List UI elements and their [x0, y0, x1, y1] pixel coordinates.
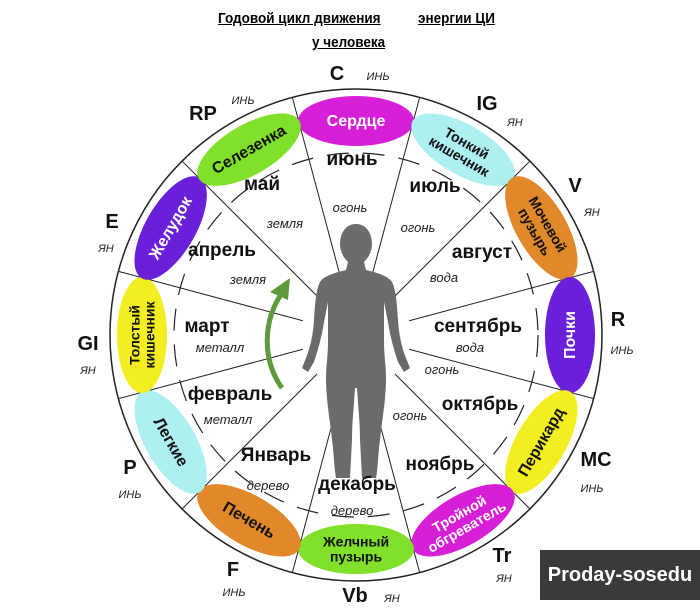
organ-ellipse — [197, 113, 301, 186]
organ-label: Желчный — [322, 534, 389, 550]
meridian-polarity: ЯН — [79, 365, 95, 377]
organ-ellipse — [298, 524, 414, 574]
month-label: февраль — [188, 384, 273, 405]
meridian-polarity: ЯН — [495, 573, 511, 585]
month-label: Январь — [241, 445, 311, 466]
organ-ellipse — [298, 96, 414, 146]
meridian-polarity: ИНЬ — [223, 587, 246, 599]
meridian-code: Tr — [493, 545, 512, 567]
meridian-code: E — [105, 211, 118, 233]
element-label: вода — [430, 270, 458, 285]
organ-ellipse — [505, 390, 578, 494]
meridian-polarity: ЯН — [383, 593, 399, 605]
meridian-polarity: ИНЬ — [611, 345, 634, 357]
organ-ellipse — [134, 390, 207, 494]
human-silhouette — [302, 224, 410, 478]
cycle-direction-arrow — [264, 278, 290, 390]
meridian-code: P — [123, 457, 136, 479]
month-label: апрель — [188, 240, 256, 261]
organ-ellipse — [411, 484, 515, 557]
title-line-1: Годовой цикл движения — [218, 10, 381, 27]
element-label: земля — [266, 216, 303, 231]
month-label: март — [184, 316, 229, 337]
inner-dashed-circle — [173, 152, 539, 518]
element-label: огонь — [425, 362, 460, 377]
element-label: металл — [196, 340, 245, 355]
meridian-polarity: ЯН — [506, 117, 522, 129]
meridian-code: GI — [77, 333, 98, 355]
organ-badge: Легкие — [134, 390, 207, 494]
meridian-code: IG — [476, 93, 497, 115]
organ-badge: Печень — [197, 484, 301, 557]
organ-label: пузырь — [330, 549, 383, 565]
element-label: вода — [456, 340, 484, 355]
element-label: металл — [204, 412, 253, 427]
meridian-code: V — [568, 175, 582, 197]
organ-badge: Сердце — [298, 96, 414, 146]
element-label: дерево — [247, 478, 290, 493]
month-label: июнь — [326, 149, 377, 170]
meridian-polarity: ИНЬ — [119, 489, 142, 501]
organ-ellipse — [505, 176, 578, 280]
meridian-code: MC — [580, 449, 611, 471]
element-label: земля — [229, 272, 266, 287]
meridian-polarity: ИНЬ — [367, 71, 390, 83]
element-label: огонь — [401, 220, 436, 235]
organ-label: Толстый — [127, 305, 143, 365]
month-label: ноябрь — [406, 454, 475, 475]
meridian-code: Vb — [342, 585, 368, 607]
organ-badge: Почки — [545, 277, 595, 393]
meridian-polarity: ЯН — [583, 207, 599, 219]
element-label: дерево — [331, 503, 374, 518]
month-label: декабрь — [318, 474, 396, 495]
month-label: октябрь — [442, 394, 519, 415]
element-label: огонь — [333, 200, 368, 215]
organ-ellipse — [197, 484, 301, 557]
watermark: Proday-sosedu — [540, 550, 700, 600]
meridian-polarity: ИНЬ — [581, 483, 604, 495]
outer-circle — [109, 88, 603, 582]
title-line-2: энергии ЦИ — [418, 10, 495, 27]
meridian-code: RP — [189, 103, 217, 125]
organ-label: Сердце — [327, 113, 386, 130]
organ-label: Почки — [562, 311, 579, 359]
organ-ellipse — [411, 113, 515, 186]
meridian-code: R — [611, 309, 626, 331]
month-label: сентябрь — [434, 316, 522, 337]
month-label: май — [244, 174, 280, 195]
meridian-polarity: ИНЬ — [232, 95, 255, 107]
organ-label: кишечник — [142, 301, 158, 369]
organ-ellipse — [134, 176, 207, 280]
month-label: август — [452, 242, 512, 263]
meridian-polarity: ЯН — [97, 243, 113, 255]
month-label: июль — [409, 176, 460, 197]
organ-ellipse — [117, 277, 167, 393]
organ-ellipse — [545, 277, 595, 393]
title-line-3: у человека — [312, 34, 386, 51]
element-label: огонь — [393, 408, 428, 423]
meridian-code: F — [227, 559, 239, 581]
meridian-code: C — [330, 63, 344, 85]
